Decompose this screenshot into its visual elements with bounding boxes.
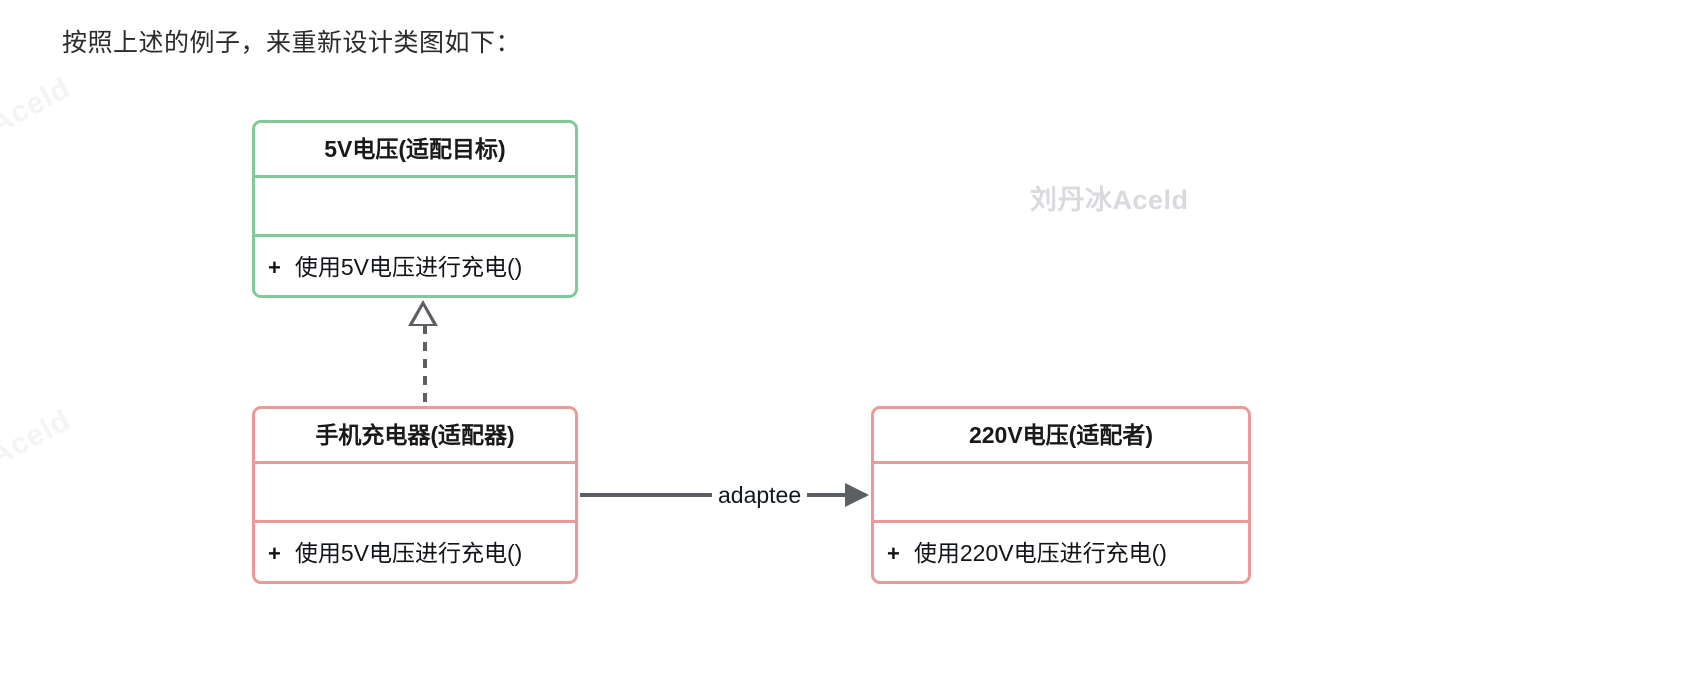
uml-class-title: 手机充电器(适配器)	[315, 422, 515, 448]
realization-dashed-line	[423, 325, 427, 407]
uml-methods-compartment: + 使用5V电压进行充电()	[255, 237, 575, 293]
uml-divider	[255, 520, 575, 523]
uml-method-signature: 使用5V电压进行充电()	[294, 254, 523, 280]
uml-method-row: + 使用220V电压进行充电()	[887, 534, 1167, 568]
uml-attributes-compartment	[255, 464, 575, 520]
uml-method-signature: 使用220V电压进行充电()	[913, 540, 1167, 566]
uml-attributes-compartment	[255, 178, 575, 234]
uml-divider	[874, 461, 1248, 464]
uml-visibility-marker: +	[887, 541, 900, 566]
hollow-triangle-arrow-icon	[408, 300, 438, 326]
association-label: adaptee	[712, 482, 808, 508]
page-title: 按照上述的例子，来重新设计类图如下：	[62, 29, 522, 57]
uml-class-adapter[interactable]: 手机充电器(适配器) + 使用5V电压进行充电()	[252, 406, 578, 584]
watermark-center: 刘丹冰Aceld	[1030, 185, 1189, 215]
uml-methods-compartment: + 使用5V电压进行充电()	[255, 523, 575, 579]
uml-divider	[255, 234, 575, 237]
uml-class-title: 5V电压(适配目标)	[324, 136, 506, 162]
uml-divider	[874, 520, 1248, 523]
uml-attributes-compartment	[874, 464, 1248, 520]
uml-method-row: + 使用5V电压进行充电()	[268, 248, 522, 282]
uml-methods-compartment: + 使用220V电压进行充电()	[874, 523, 1248, 579]
uml-divider	[255, 461, 575, 464]
uml-visibility-marker: +	[268, 255, 281, 280]
uml-class-adaptee[interactable]: 220V电压(适配者) + 使用220V电压进行充电()	[871, 406, 1251, 584]
uml-class-title: 220V电压(适配者)	[968, 422, 1154, 448]
uml-method-row: + 使用5V电压进行充电()	[268, 534, 522, 568]
uml-method-signature: 使用5V电压进行充电()	[294, 540, 523, 566]
filled-arrow-icon	[845, 483, 869, 507]
uml-divider	[255, 175, 575, 178]
uml-visibility-marker: +	[268, 541, 281, 566]
uml-class-target[interactable]: 5V电压(适配目标) + 使用5V电压进行充电()	[252, 120, 578, 298]
